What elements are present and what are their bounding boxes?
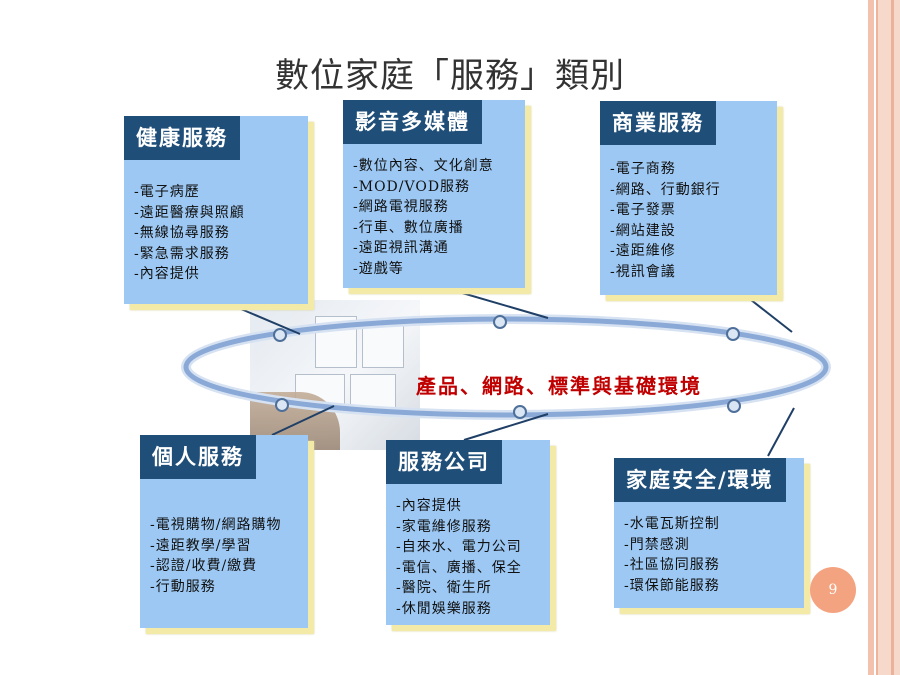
list-item: -電信、廣播、保全 [396,559,522,576]
list-item: -MOD/VOD服務 [353,178,471,195]
connector-business [745,295,793,333]
connector-security [767,407,795,457]
list-item: -環保節能服務 [624,577,720,594]
connector-personal [271,405,335,436]
list-item: -視訊會議 [610,263,676,280]
page-number-badge: 9 [810,567,856,613]
list-item: -內容提供 [396,498,462,514]
list-item: -緊急需求服務 [134,245,230,262]
list-item: -網路電視服務 [353,199,449,215]
platform-label: 產品、網路、標準與基礎環境 [416,374,702,398]
list-item: -電子商務 [610,161,676,177]
list-item: -無線協尋服務 [134,225,230,241]
list-item: -電子病歷 [134,184,200,200]
card-header: 影音多媒體 [343,100,482,144]
service-list: -電子病歷 -遠距醫療與照顧 -無線協尋服務 -緊急需求服務 -內容提供 [134,182,304,285]
connector-health [233,305,301,335]
list-item: -門禁感測 [624,536,690,553]
list-item: -內容提供 [134,266,200,282]
decorative-stripe-outer [876,0,900,675]
list-item: -遠距教學/學習 [150,537,252,554]
card-home-security: 家庭安全/環境 -水電瓦斯控制 -門禁感測 -社區協同服務 -環保節能服務 [614,458,804,608]
list-item: -認證/收費/繳費 [150,558,258,574]
service-list: -數位內容、文化創意 -MOD/VOD服務 -網路電視服務 -行車、數位廣播 -遠距視訊… [353,156,521,279]
ellipse-node [727,399,741,413]
list-item: -電子發票 [610,202,676,218]
card-multimedia: 影音多媒體 -數位內容、文化創意 -MOD/VOD服務 -網路電視服務 -行車、數位廣… [343,100,525,288]
card-header: 家庭安全/環境 [614,458,786,502]
list-item: -電視購物/網路購物 [150,517,282,533]
connector-company [463,413,549,441]
card-personal-services: 個人服務 -電視購物/網路購物 -遠距教學/學習 -認證/收費/繳費 -行動服務 [140,435,308,628]
list-item: -遠距視訊溝通 [353,240,449,256]
list-item: -行動服務 [150,578,216,595]
list-item: -遠距維修 [610,243,676,259]
slide-title: 數位家庭「服務」類別 [275,56,625,96]
list-item: -家電維修服務 [396,518,492,535]
list-item: -行車、數位廣播 [353,219,464,236]
card-service-companies: 服務公司 -內容提供 -家電維修服務 -自來水、電力公司 -電信、廣播、保全 -醫院、衛… [386,440,550,625]
card-header: 健康服務 [124,116,240,160]
list-item: -網路、行動銀行 [610,181,721,198]
list-item: -社區協同服務 [624,557,720,573]
list-item: -遊戲等 [353,260,404,277]
ellipse-node [273,328,287,342]
connector-media [451,289,549,319]
card-business-services: 商業服務 -電子商務 -網路、行動銀行 -電子發票 -網站建設 -遠距維修 -視訊會議 [600,101,777,295]
list-item: -自來水、電力公司 [396,539,522,555]
service-list: -電子商務 -網路、行動銀行 -電子發票 -網站建設 -遠距維修 -視訊會議 [610,159,773,282]
decorative-stripe-inner [868,0,874,675]
ellipse-node [726,327,740,341]
list-item: -水電瓦斯控制 [624,516,720,532]
list-item: -休閒娛樂服務 [396,600,492,617]
card-header: 個人服務 [140,435,256,479]
service-list: -電視購物/網路購物 -遠距教學/學習 -認證/收費/繳費 -行動服務 [150,515,304,597]
list-item: -遠距醫療與照顧 [134,204,245,221]
card-header: 服務公司 [386,440,502,484]
card-health-services: 健康服務 -電子病歷 -遠距醫療與照顧 -無線協尋服務 -緊急需求服務 -內容提供 [124,116,308,304]
service-list: -內容提供 -家電維修服務 -自來水、電力公司 -電信、廣播、保全 -醫院、衛生所 -休閒… [396,496,546,619]
list-item: -網站建設 [610,222,676,239]
service-list: -水電瓦斯控制 -門禁感測 -社區協同服務 -環保節能服務 [624,514,800,596]
list-item: -數位內容、文化創意 [353,158,494,174]
card-header: 商業服務 [600,101,716,145]
decorative-stripe-line [891,0,894,675]
ellipse-node [275,398,289,412]
ellipse-node [493,315,507,329]
list-item: -醫院、衛生所 [396,580,492,596]
ellipse-node [513,405,527,419]
